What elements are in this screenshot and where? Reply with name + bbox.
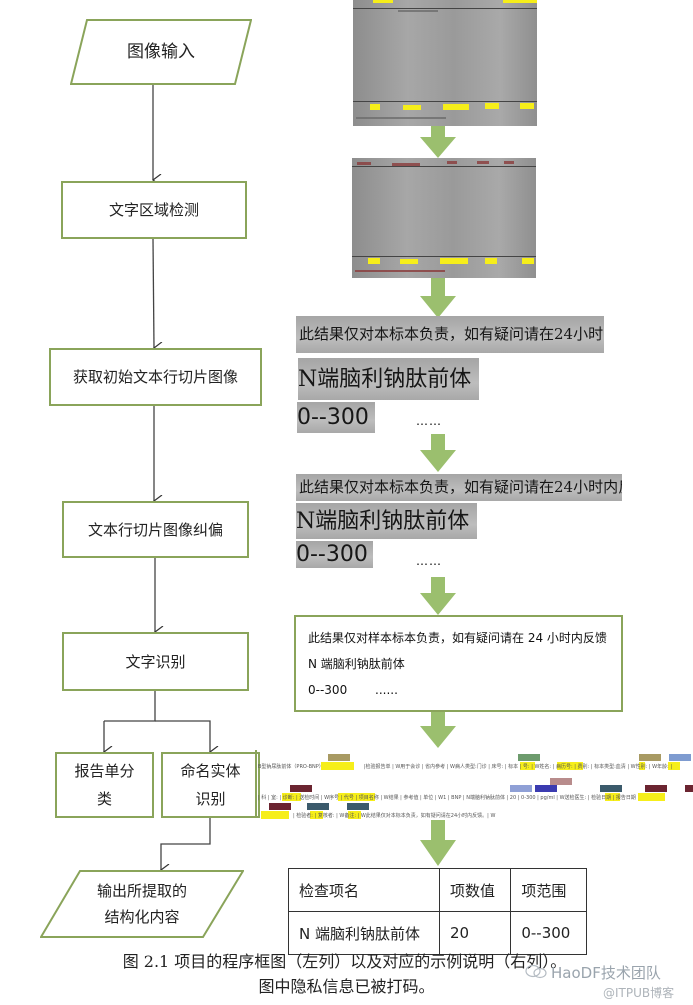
step-arrow-6 bbox=[420, 820, 456, 866]
watermark-source: @ITPUB博客 bbox=[603, 986, 675, 1000]
step-arrow-5 bbox=[420, 712, 456, 748]
result-table: 检查项名 项数值 项范围 N 端脑利钠肽前体 20 0--300 bbox=[288, 868, 587, 955]
figure-caption-line-2: 图中隐私信息已被打码。 bbox=[258, 977, 435, 996]
recognized-line-2: N 端脑利钠肽前体 bbox=[308, 657, 405, 671]
ner-text-1a: B型钠尿肽前体（PRO-BNP） bbox=[258, 764, 324, 770]
header-item-name: 检查项名 bbox=[288, 868, 440, 912]
cell-item-value: 20 bbox=[438, 911, 512, 955]
ner-annotation-bracket bbox=[255, 750, 257, 818]
slice-node: 获取初始文本行切片图像 bbox=[49, 348, 262, 406]
classify-node: 报告单分 类 bbox=[55, 752, 154, 818]
detect-node: 文字区域检测 bbox=[61, 181, 247, 239]
detected-photo bbox=[352, 158, 536, 278]
recognize-node: 文字识别 bbox=[62, 632, 249, 691]
output-node-label: 输出所提取的 结构化内容 bbox=[40, 870, 244, 938]
ner-text-line-2: | 科 | 室: | 诊断: | 送检时间 | W序号 | 代号 | 项目名称 … bbox=[258, 795, 636, 801]
ner-node: 命名实体 识别 bbox=[161, 752, 260, 818]
classify-node-line2: 类 bbox=[96, 790, 112, 808]
recognized-line-3-value: 0--300 bbox=[308, 683, 348, 697]
figure-caption-line-1: 图 2.1 项目的程序框图（左列）以及对应的示例说明（右列）。 bbox=[122, 952, 567, 971]
deskew-node: 文本行切片图像纠偏 bbox=[62, 501, 249, 558]
raw-slice-3: 0--300 bbox=[297, 402, 375, 433]
cell-item-range: 0--300 bbox=[510, 911, 587, 955]
classify-node-line1: 报告单分 bbox=[74, 762, 135, 780]
raw-slice-2: N端脑利钠肽前体 bbox=[298, 358, 479, 400]
recognized-text-box: 此结果仅对样本标本负责，如有疑问请在 24 小时内反馈 N 端脑利钠肽前体 0-… bbox=[294, 615, 623, 712]
output-node: 输出所提取的 结构化内容 bbox=[40, 870, 244, 938]
step-arrow-2 bbox=[420, 278, 456, 318]
input-node-label: 图像输入 bbox=[127, 42, 195, 62]
result-table-header: 检查项名 项数值 项范围 bbox=[288, 868, 587, 912]
output-node-line2: 结构化内容 bbox=[104, 908, 180, 926]
recognized-line-1: 此结果仅对样本标本负责，如有疑问请在 24 小时内反馈 bbox=[308, 631, 607, 645]
header-item-range: 项范围 bbox=[510, 868, 587, 912]
recognized-line-3-more: ...... bbox=[375, 683, 398, 697]
wechat-icon bbox=[525, 963, 547, 979]
ner-node-line1: 命名实体 bbox=[180, 762, 241, 780]
output-node-line1: 输出所提取的 bbox=[96, 882, 187, 900]
ner-text-line-3: | 检验者: | 复核者: | W备注: | W此结果仅对本标本负责，如有疑问请… bbox=[293, 813, 496, 819]
input-photo bbox=[353, 0, 537, 126]
arrow-split-to-ner bbox=[155, 720, 210, 752]
step-arrow-1 bbox=[420, 126, 456, 158]
arrow-ner-to-output bbox=[161, 818, 211, 870]
header-item-value: 项数值 bbox=[438, 868, 512, 912]
recognized-line-3: 0--300 ...... bbox=[308, 677, 609, 703]
ner-node-line2: 识别 bbox=[195, 790, 226, 808]
watermark-brand: HaoDF技术团队 bbox=[551, 964, 661, 982]
deskewed-slice-1: 此结果仅对本标本负责，如有疑问请在24小时内反馈。 bbox=[296, 474, 622, 501]
deskewed-slice-2: N端脑利钠肽前体 bbox=[296, 503, 477, 539]
ner-text-line-1: B型钠尿肽前体（PRO-BNP） |检验报告单 | W用于会诊 | 省内参考 | … bbox=[258, 763, 672, 770]
input-node: 图像输入 bbox=[70, 19, 252, 85]
raw-slice-more: …… bbox=[416, 414, 442, 428]
step-arrow-3 bbox=[420, 434, 456, 472]
deskewed-slice-more: …… bbox=[416, 554, 442, 568]
table-row: N 端脑利钠肽前体 20 0--300 bbox=[288, 911, 587, 955]
ner-text-1b: |检验报告单 | W用于会诊 | 省内参考 | W病人类型:门诊 | 床号: |… bbox=[363, 764, 673, 770]
step-arrow-4 bbox=[420, 577, 456, 615]
arrow-detect-to-slice bbox=[152, 238, 154, 348]
ner-annotation-view: B型钠尿肽前体（PRO-BNP） |检验报告单 | W用于会诊 | 省内参考 | … bbox=[255, 748, 693, 820]
raw-slice-1: 此结果仅对本标本负责，如有疑问请在24小时内反馈。 bbox=[296, 316, 604, 353]
deskewed-slice-3: 0--300 bbox=[296, 541, 373, 568]
arrow-recognize-split bbox=[104, 691, 156, 722]
